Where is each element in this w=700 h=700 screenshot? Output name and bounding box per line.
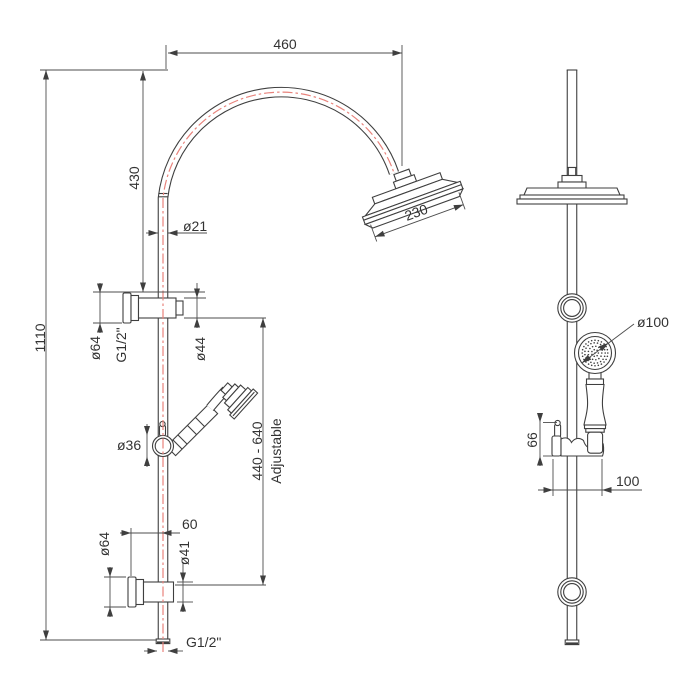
dim-upper-flange-diameter: ø64 xyxy=(87,336,103,360)
dim-side-bracket-height: 66 xyxy=(524,432,540,448)
dim-lower-flange-diameter: ø64 xyxy=(96,532,112,556)
dim-upper-thread: G1/2" xyxy=(113,327,129,362)
dim-lower-body-diameter: ø41 xyxy=(176,541,192,565)
dim-riser-diameter: ø21 xyxy=(183,218,207,234)
dim-handset-diameter: ø100 xyxy=(637,314,669,330)
dim-slider-diameter: ø36 xyxy=(117,437,141,453)
dim-side-bracket-depth: 100 xyxy=(616,473,640,489)
centerline xyxy=(162,91,395,652)
upper-ring-bracket xyxy=(557,293,587,323)
dim-top-width: 460 xyxy=(273,36,297,52)
handset-side xyxy=(551,331,617,457)
lower-ring-bracket xyxy=(557,577,587,607)
dim-arc-height: 430 xyxy=(126,166,142,190)
upper-wall-bracket xyxy=(122,292,184,324)
dim-lower-offset: 60 xyxy=(182,516,198,532)
hand-shower xyxy=(165,382,259,457)
front-view: 230 xyxy=(122,86,466,652)
rain-head-side xyxy=(516,187,628,205)
spray-face-nozzles xyxy=(581,339,609,367)
lower-wall-bracket xyxy=(127,576,175,608)
dim-inlet-thread: G1/2" xyxy=(186,634,221,650)
dim-upper-body-diameter: ø44 xyxy=(192,337,208,361)
side-view xyxy=(516,69,628,646)
rain-head: 230 xyxy=(361,168,466,242)
dim-total-height: 1110 xyxy=(32,323,48,352)
dim-rain-head-diameter: 230 xyxy=(402,201,430,224)
dim-adjustable-label: Adjustable xyxy=(268,418,284,484)
dim-adjustable-range: 440 - 640 xyxy=(249,421,265,480)
dimension-annotations: 460 1110 430 ø21 ø64 G1/2" ø44 ø36 440 -… xyxy=(32,36,669,654)
